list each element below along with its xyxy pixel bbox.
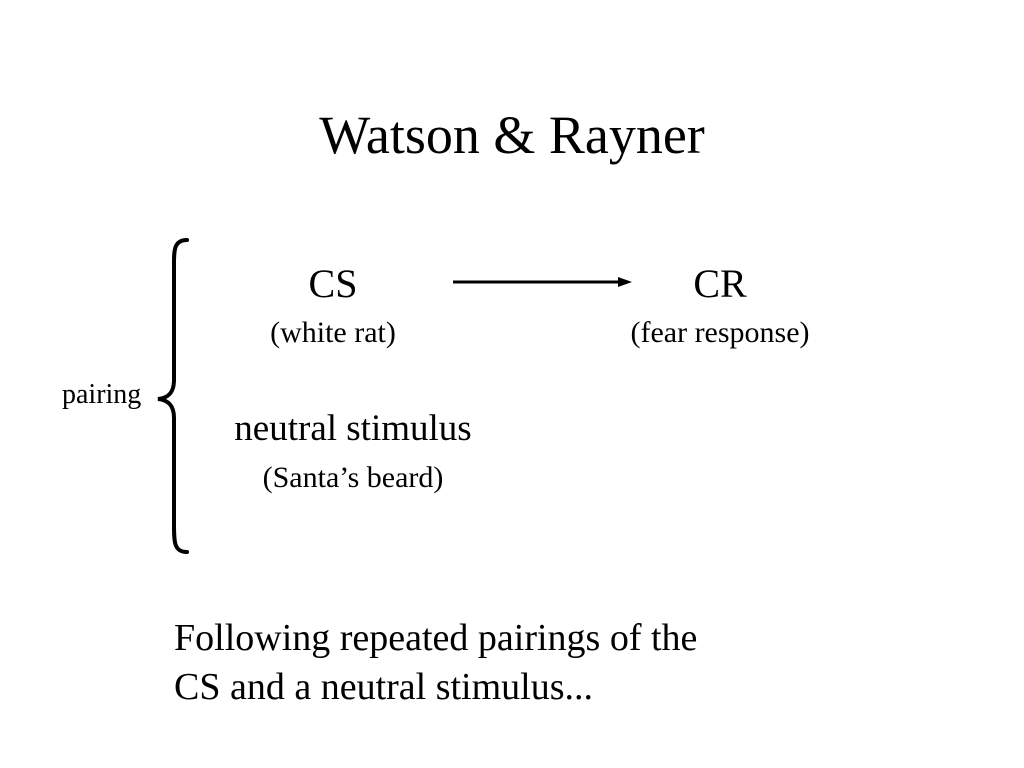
neutral-stimulus-label: neutral stimulus xyxy=(234,408,472,449)
caption: Following repeated pairings of the CS an… xyxy=(174,614,697,712)
cs-to-cr-arrowhead xyxy=(618,277,632,287)
pairing-brace xyxy=(157,238,189,554)
cs-sublabel: (white rat) xyxy=(270,316,396,349)
neutral-stimulus-sublabel: (Santa’s beard) xyxy=(262,461,444,494)
caption-line: CS and a neutral stimulus... xyxy=(174,666,594,708)
pairing-label: pairing xyxy=(62,379,142,410)
cs-label: CS xyxy=(308,261,358,306)
caption-line: Following repeated pairings of the xyxy=(174,617,698,659)
cr-sublabel: (fear response) xyxy=(630,316,810,349)
slide-title: Watson & Rayner xyxy=(319,105,705,165)
cr-label: CR xyxy=(693,261,747,306)
